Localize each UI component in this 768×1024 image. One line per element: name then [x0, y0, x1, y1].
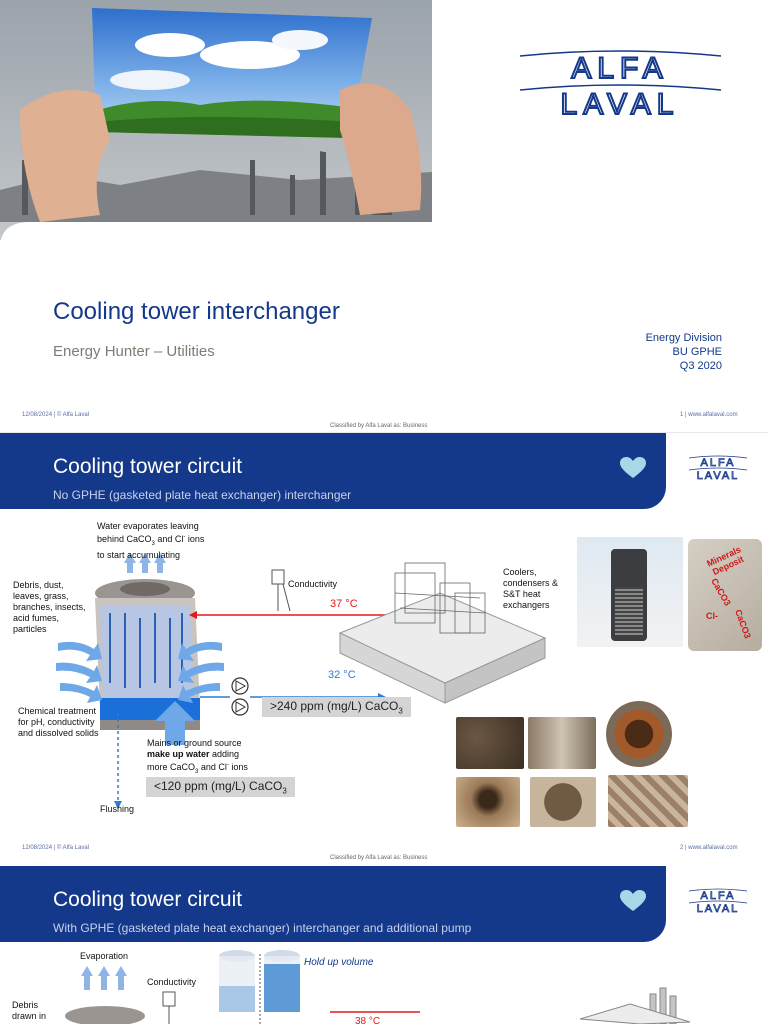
ppm-low-box: <120 ppm (mg/L) CaCO3 — [146, 777, 295, 798]
heart-icon — [620, 890, 646, 911]
footer-classified: Classified by Alfa Laval as: Business — [330, 423, 428, 429]
makeup-water-label: Mains or ground source make up water add… — [147, 738, 248, 775]
alfa-laval-logo: ALFA LAVAL — [519, 50, 722, 120]
evaporation-label: Water evaporates leaving behind CaCO3 an… — [97, 521, 204, 561]
evap-line-1: Water evaporates leaving — [97, 521, 199, 531]
chemical-line-3: and dissolved solids — [18, 728, 99, 738]
temp-hot-label: 38 °C — [355, 1016, 381, 1024]
coolers-line-3: S&T heat — [503, 589, 541, 599]
conductivity-label: Conductivity — [288, 579, 338, 589]
slide-title: Cooling tower circuit — [53, 888, 243, 911]
fouled-pipe-photo — [606, 701, 672, 767]
deposit-caco3: CaCO3 — [709, 576, 733, 608]
debris-line-4: acid fumes, — [13, 613, 60, 623]
hold-up-label: Hold up volume — [304, 957, 374, 968]
debris-line-1: Debris — [12, 1000, 39, 1010]
footer-page[interactable]: 1 | www.alfalaval.com — [680, 412, 738, 418]
coolers-line-4: exchangers — [503, 600, 550, 610]
presentation-title: Cooling tower interchanger — [53, 298, 340, 325]
footer-classified: Classified by Alfa Laval as: Business — [330, 855, 428, 861]
minerals-text: Minerals Deposit — [705, 544, 746, 578]
footer-date: 12/08/2024 | © Alfa Laval — [22, 845, 90, 851]
alfa-laval-logo: ALFA LAVAL — [688, 888, 748, 914]
evap-line-3: to start accumulating — [97, 549, 181, 560]
footer-page[interactable]: 2 | www.alfalaval.com — [680, 845, 738, 851]
fouled-tubes-photo-4 — [530, 777, 596, 827]
bu-label: BU GPHE — [672, 346, 722, 358]
deposit-caco3-2: CaCO3 — [733, 608, 753, 640]
division-label: Energy Division — [645, 332, 722, 344]
evaporation-label: Evaporation — [80, 951, 129, 961]
slide-title: Cooling tower circuit — [53, 455, 243, 478]
presentation-subtitle: Energy Hunter – Utilities — [53, 343, 215, 360]
tower-grille — [615, 587, 643, 635]
flushing-label: Flushing — [100, 804, 135, 814]
svg-text:LAVAL: LAVAL — [697, 903, 740, 914]
slide-subtitle: No GPHE (gasketed plate heat exchanger) … — [53, 488, 352, 502]
quarter-label: Q3 2020 — [679, 360, 722, 372]
fouled-tubes-photo-3 — [456, 777, 520, 827]
title-banner: Cooling tower circuit No GPHE (gasketed … — [0, 433, 666, 509]
cooling-circuit-diagram — [56, 553, 547, 809]
coolers-line-2: condensers & — [503, 578, 559, 588]
debris-line-2: leaves, grass, — [13, 591, 69, 601]
cooling-circuit-diagram-2 — [65, 950, 691, 1024]
svg-text:LAVAL: LAVAL — [561, 88, 680, 120]
debris-label: Debris, dust,leaves, grass,branches, ins… — [13, 580, 86, 635]
slide-1: ALFA LAVAL Cooling tower interchanger En… — [0, 0, 768, 432]
temp-cold-label: 32 °C — [328, 669, 356, 681]
deposit-cl: Cl- — [706, 611, 718, 621]
temp-hot-label: 37 °C — [330, 598, 358, 610]
fouled-plate-photo — [608, 775, 688, 827]
heart-icon — [620, 457, 646, 478]
svg-text:LAVAL: LAVAL — [697, 470, 740, 481]
svg-text:ALFA: ALFA — [571, 52, 668, 85]
svg-text:ALFA: ALFA — [701, 890, 736, 902]
evap-line-2: behind CaCO3 and Cl- ions — [97, 534, 205, 547]
slide-subtitle: With GPHE (gasketed plate heat exchanger… — [53, 921, 472, 935]
title-banner: Cooling tower circuit With GPHE (gaskete… — [0, 866, 666, 942]
coolers-line-1: Coolers, — [503, 567, 537, 577]
slide-3: Cooling tower circuit With GPHE (gaskete… — [0, 866, 768, 1024]
fouled-tubes-photo-1 — [456, 717, 524, 769]
debris-line-3: branches, insects, — [13, 602, 86, 612]
ppm-high-box: >240 ppm (mg/L) CaCO3 — [262, 697, 411, 718]
minerals-deposit-photo: Minerals Deposit CaCO3 Cl- CaCO3 — [688, 539, 762, 651]
slide-2: Cooling tower circuit No GPHE (gasketed … — [0, 433, 768, 866]
footer-date: 12/08/2024 | © Alfa Laval — [22, 412, 90, 418]
debris-line-5: particles — [13, 624, 47, 634]
division-info: Energy Division BU GPHE Q3 2020 — [646, 331, 722, 373]
cooling-tower-photo — [577, 537, 683, 647]
conductivity-label: Conductivity — [147, 977, 197, 987]
svg-text:ALFA: ALFA — [701, 457, 736, 469]
chemical-line-2: for pH, conductivity — [18, 717, 95, 727]
alfa-laval-logo: ALFA LAVAL — [688, 455, 748, 481]
debris-line-1: Debris, dust, — [13, 580, 64, 590]
fouled-tubes-photo-2 — [528, 717, 596, 769]
hero-photo — [0, 0, 432, 240]
debris-line-2: drawn in — [12, 1011, 47, 1021]
chemical-line-1: Chemical treatment — [18, 706, 97, 716]
